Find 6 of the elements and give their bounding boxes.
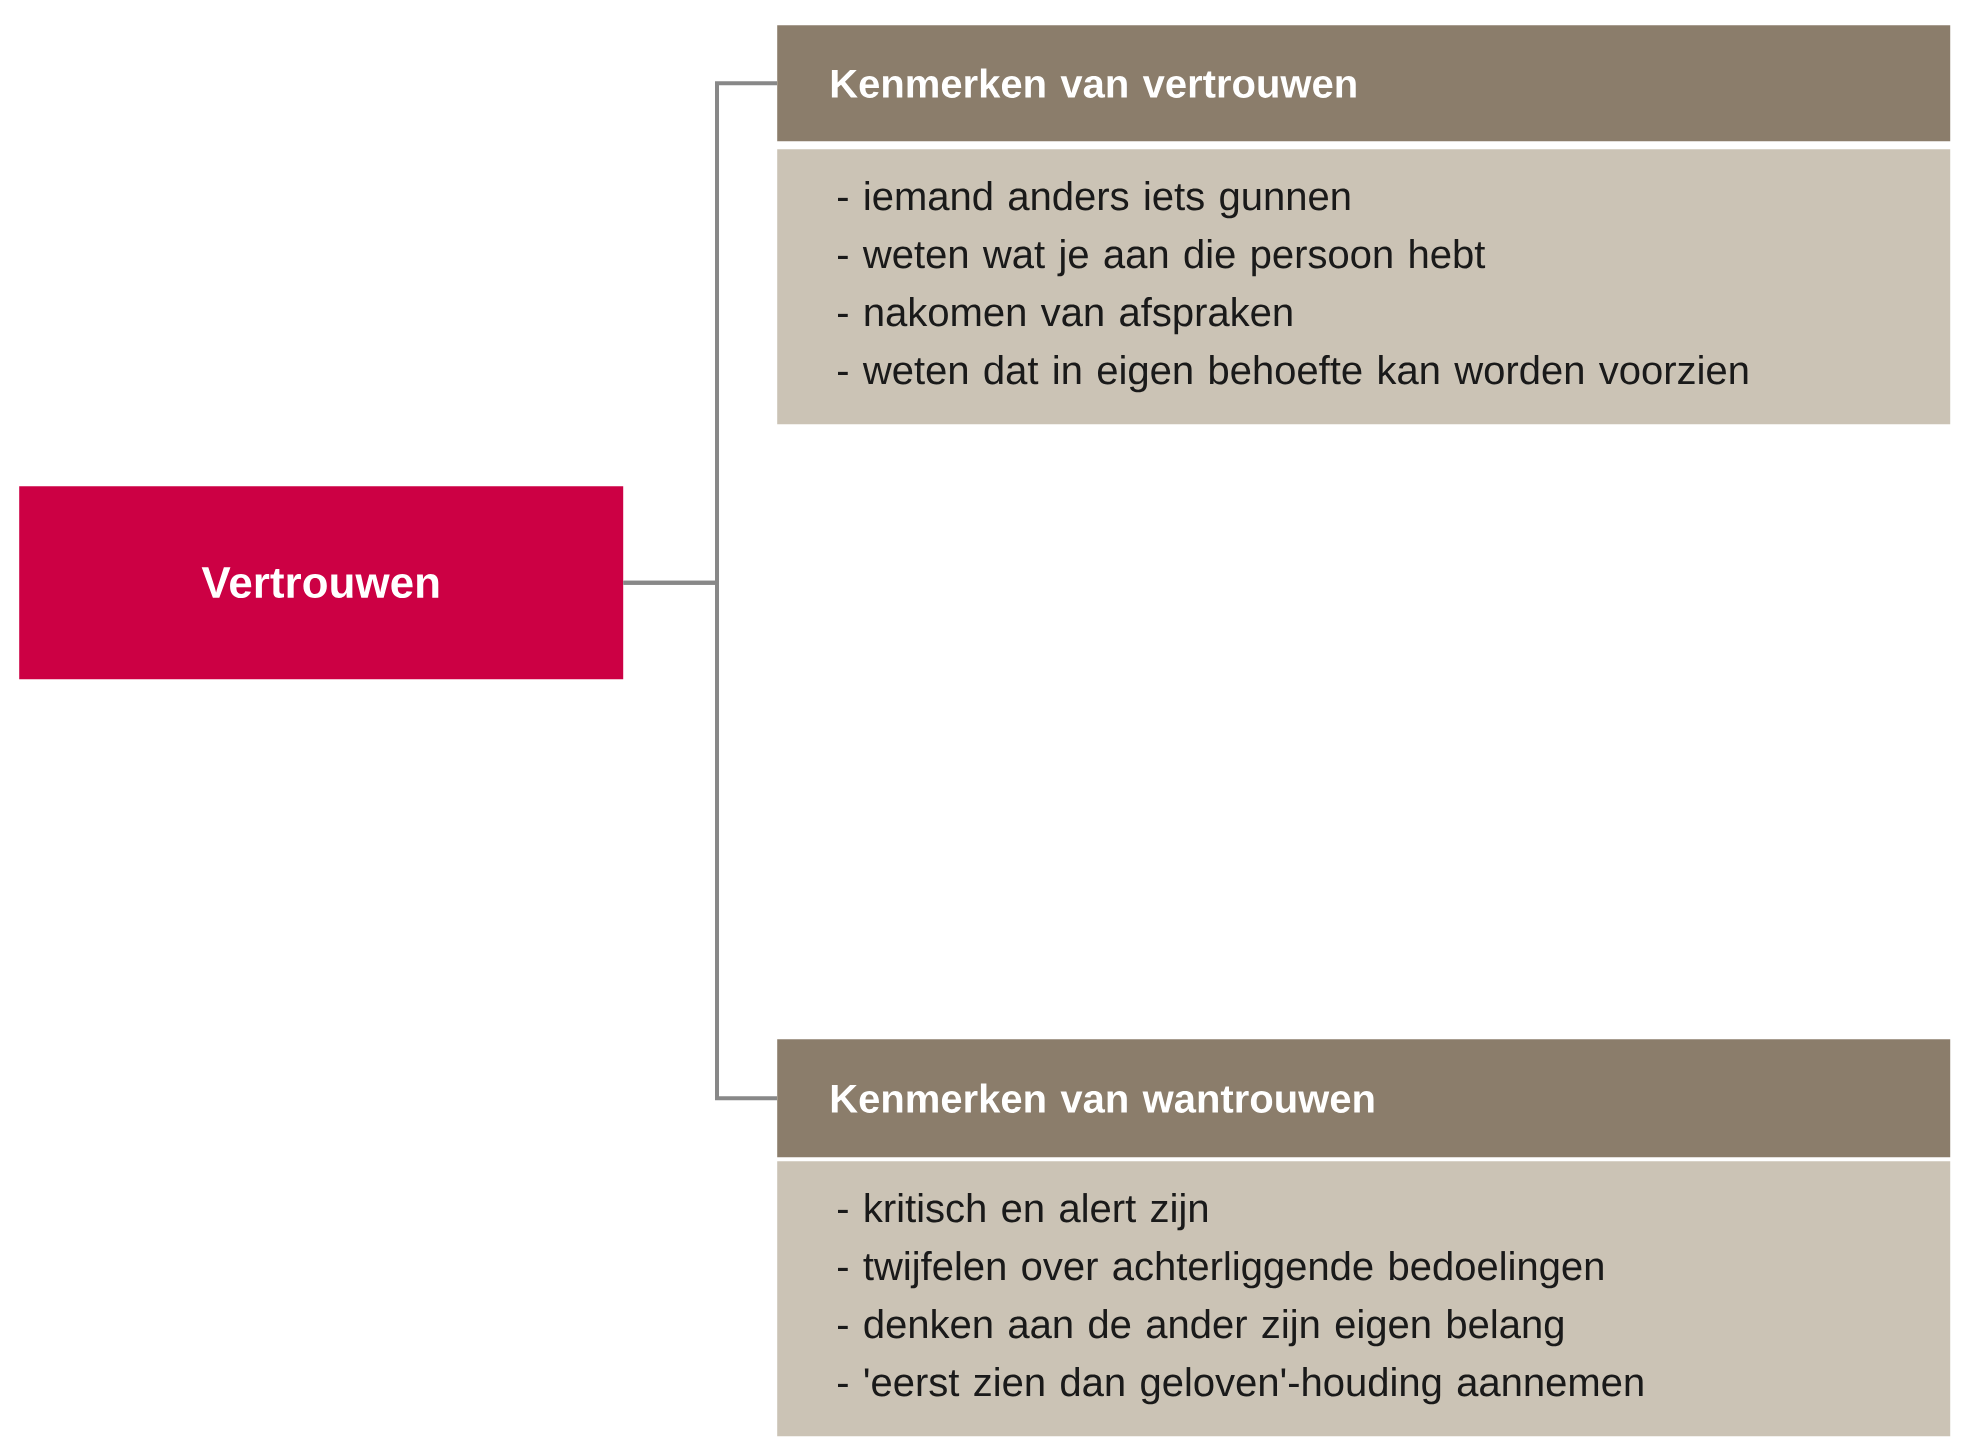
title-box: Vertrouwen xyxy=(19,486,624,680)
text-panel: - iemand anders iets gunnen - weten wat je aan die persoon hebt - nakomen van afspraken - weten dat in eigen behoefte kan worden voorzien xyxy=(777,149,1951,425)
connector-line xyxy=(623,580,777,1101)
text-panel: - kritisch en alert zijn - twijfelen over achterliggende bedoelingen - denken aan de ander zijn eigen belang - 'eerst zien dan geloven'-houding aannemen xyxy=(777,1161,1951,1437)
heading-bar: Kenmerken van vertrouwen xyxy=(777,25,1951,142)
heading-bar: Kenmerken van wantrouwen xyxy=(777,1039,1951,1158)
